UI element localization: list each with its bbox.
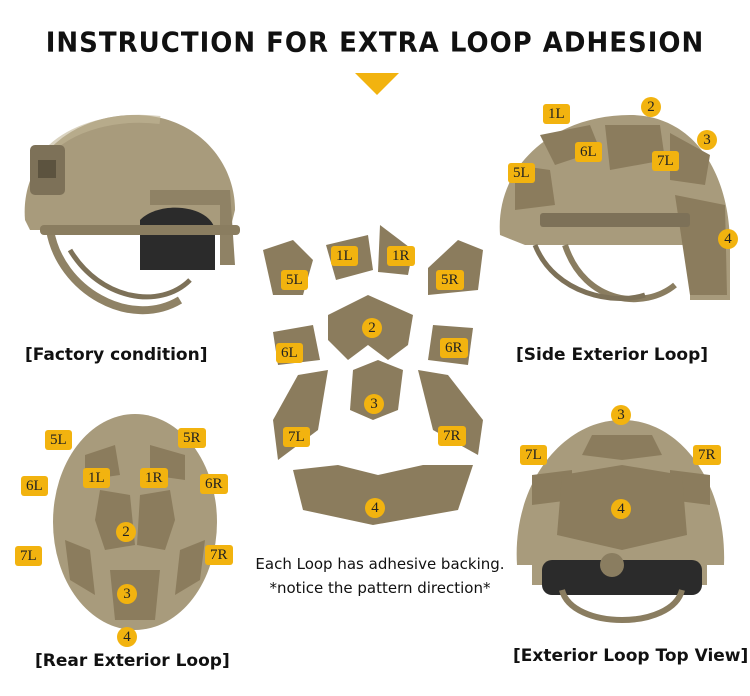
center-label-4: 4 [365,498,385,518]
down-arrow-icon [355,73,399,95]
rear-label-4: 4 [117,627,137,647]
center-label-3: 3 [364,394,384,414]
factory-helmet-image [24,114,240,315]
center-label-6R: 6R [440,338,468,358]
rear-label-7R: 7R [205,545,233,565]
top-label-7R: 7R [693,445,721,465]
center-label-5L: 5L [281,270,308,290]
page-title: INSTRUCTION FOR EXTRA LOOP ADHESION [45,27,705,59]
rear-label-5R: 5R [178,428,206,448]
side-label-3: 3 [697,130,717,150]
rear-caption: [Rear Exterior Loop] [35,651,230,671]
top-view-helmet-image [516,420,725,623]
rear-label-6L: 6L [21,476,48,496]
adhesive-note-line2: *notice the pattern direction* [269,579,491,597]
rear-label-1R: 1R [140,468,168,488]
center-label-1R: 1R [387,246,415,266]
side-label-6L: 6L [575,142,602,162]
side-label-2: 2 [641,97,661,117]
side-caption: [Side Exterior Loop] [516,345,709,365]
side-label-1L: 1L [543,104,570,124]
top-label-4: 4 [611,499,631,519]
side-label-4: 4 [718,229,738,249]
center-label-6L: 6L [276,343,303,363]
rear-label-5L: 5L [45,430,72,450]
loop-pieces-diagram [263,225,483,525]
rear-label-1L: 1L [83,468,110,488]
rear-label-3: 3 [117,584,137,604]
center-label-5R: 5R [436,270,464,290]
center-label-1L: 1L [331,246,358,266]
rear-label-6R: 6R [200,474,228,494]
center-label-2: 2 [362,318,382,338]
center-label-7R: 7R [438,426,466,446]
side-label-5L: 5L [508,163,535,183]
top-label-3: 3 [611,405,631,425]
rear-label-2: 2 [116,522,136,542]
center-label-7L: 7L [283,427,310,447]
adhesive-note-line1: Each Loop has adhesive backing. [255,555,505,573]
top-view-caption: [Exterior Loop Top View] [513,646,749,666]
factory-caption: [Factory condition] [25,345,208,365]
adhesive-note: Each Loop has adhesive backing. *notice … [250,552,510,600]
top-label-7L: 7L [520,445,547,465]
rear-label-7L: 7L [15,546,42,566]
side-label-7L: 7L [652,151,679,171]
